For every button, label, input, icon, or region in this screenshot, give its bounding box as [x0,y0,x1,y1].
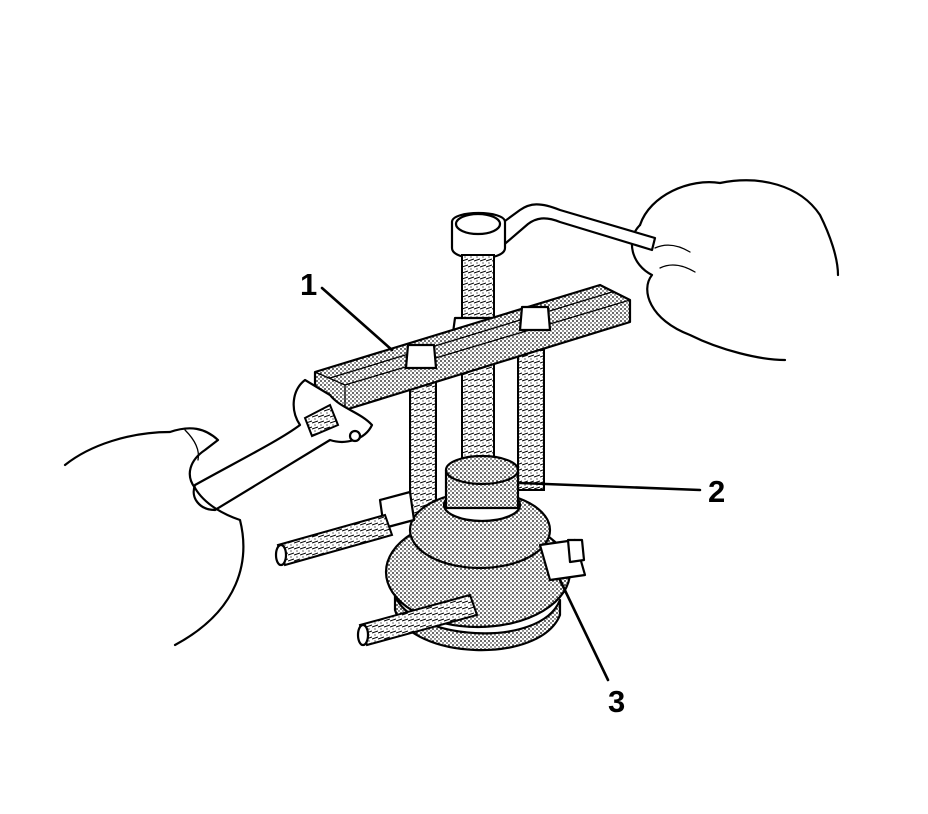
adjustable-wrench [192,378,374,512]
callout-3: 3 [558,578,625,719]
side-rods [409,349,545,519]
callout-label-3: 3 [608,684,625,719]
callout-2: 2 [518,474,725,509]
callout-1: 1 [300,267,394,352]
left-hand [63,427,245,647]
jaw-bolts [274,513,479,647]
wrench-handle [488,203,657,252]
callout-label-1: 1 [300,267,317,302]
right-hand [630,179,840,362]
callout-label-2: 2 [708,474,725,509]
bearing-assembly [378,454,587,652]
